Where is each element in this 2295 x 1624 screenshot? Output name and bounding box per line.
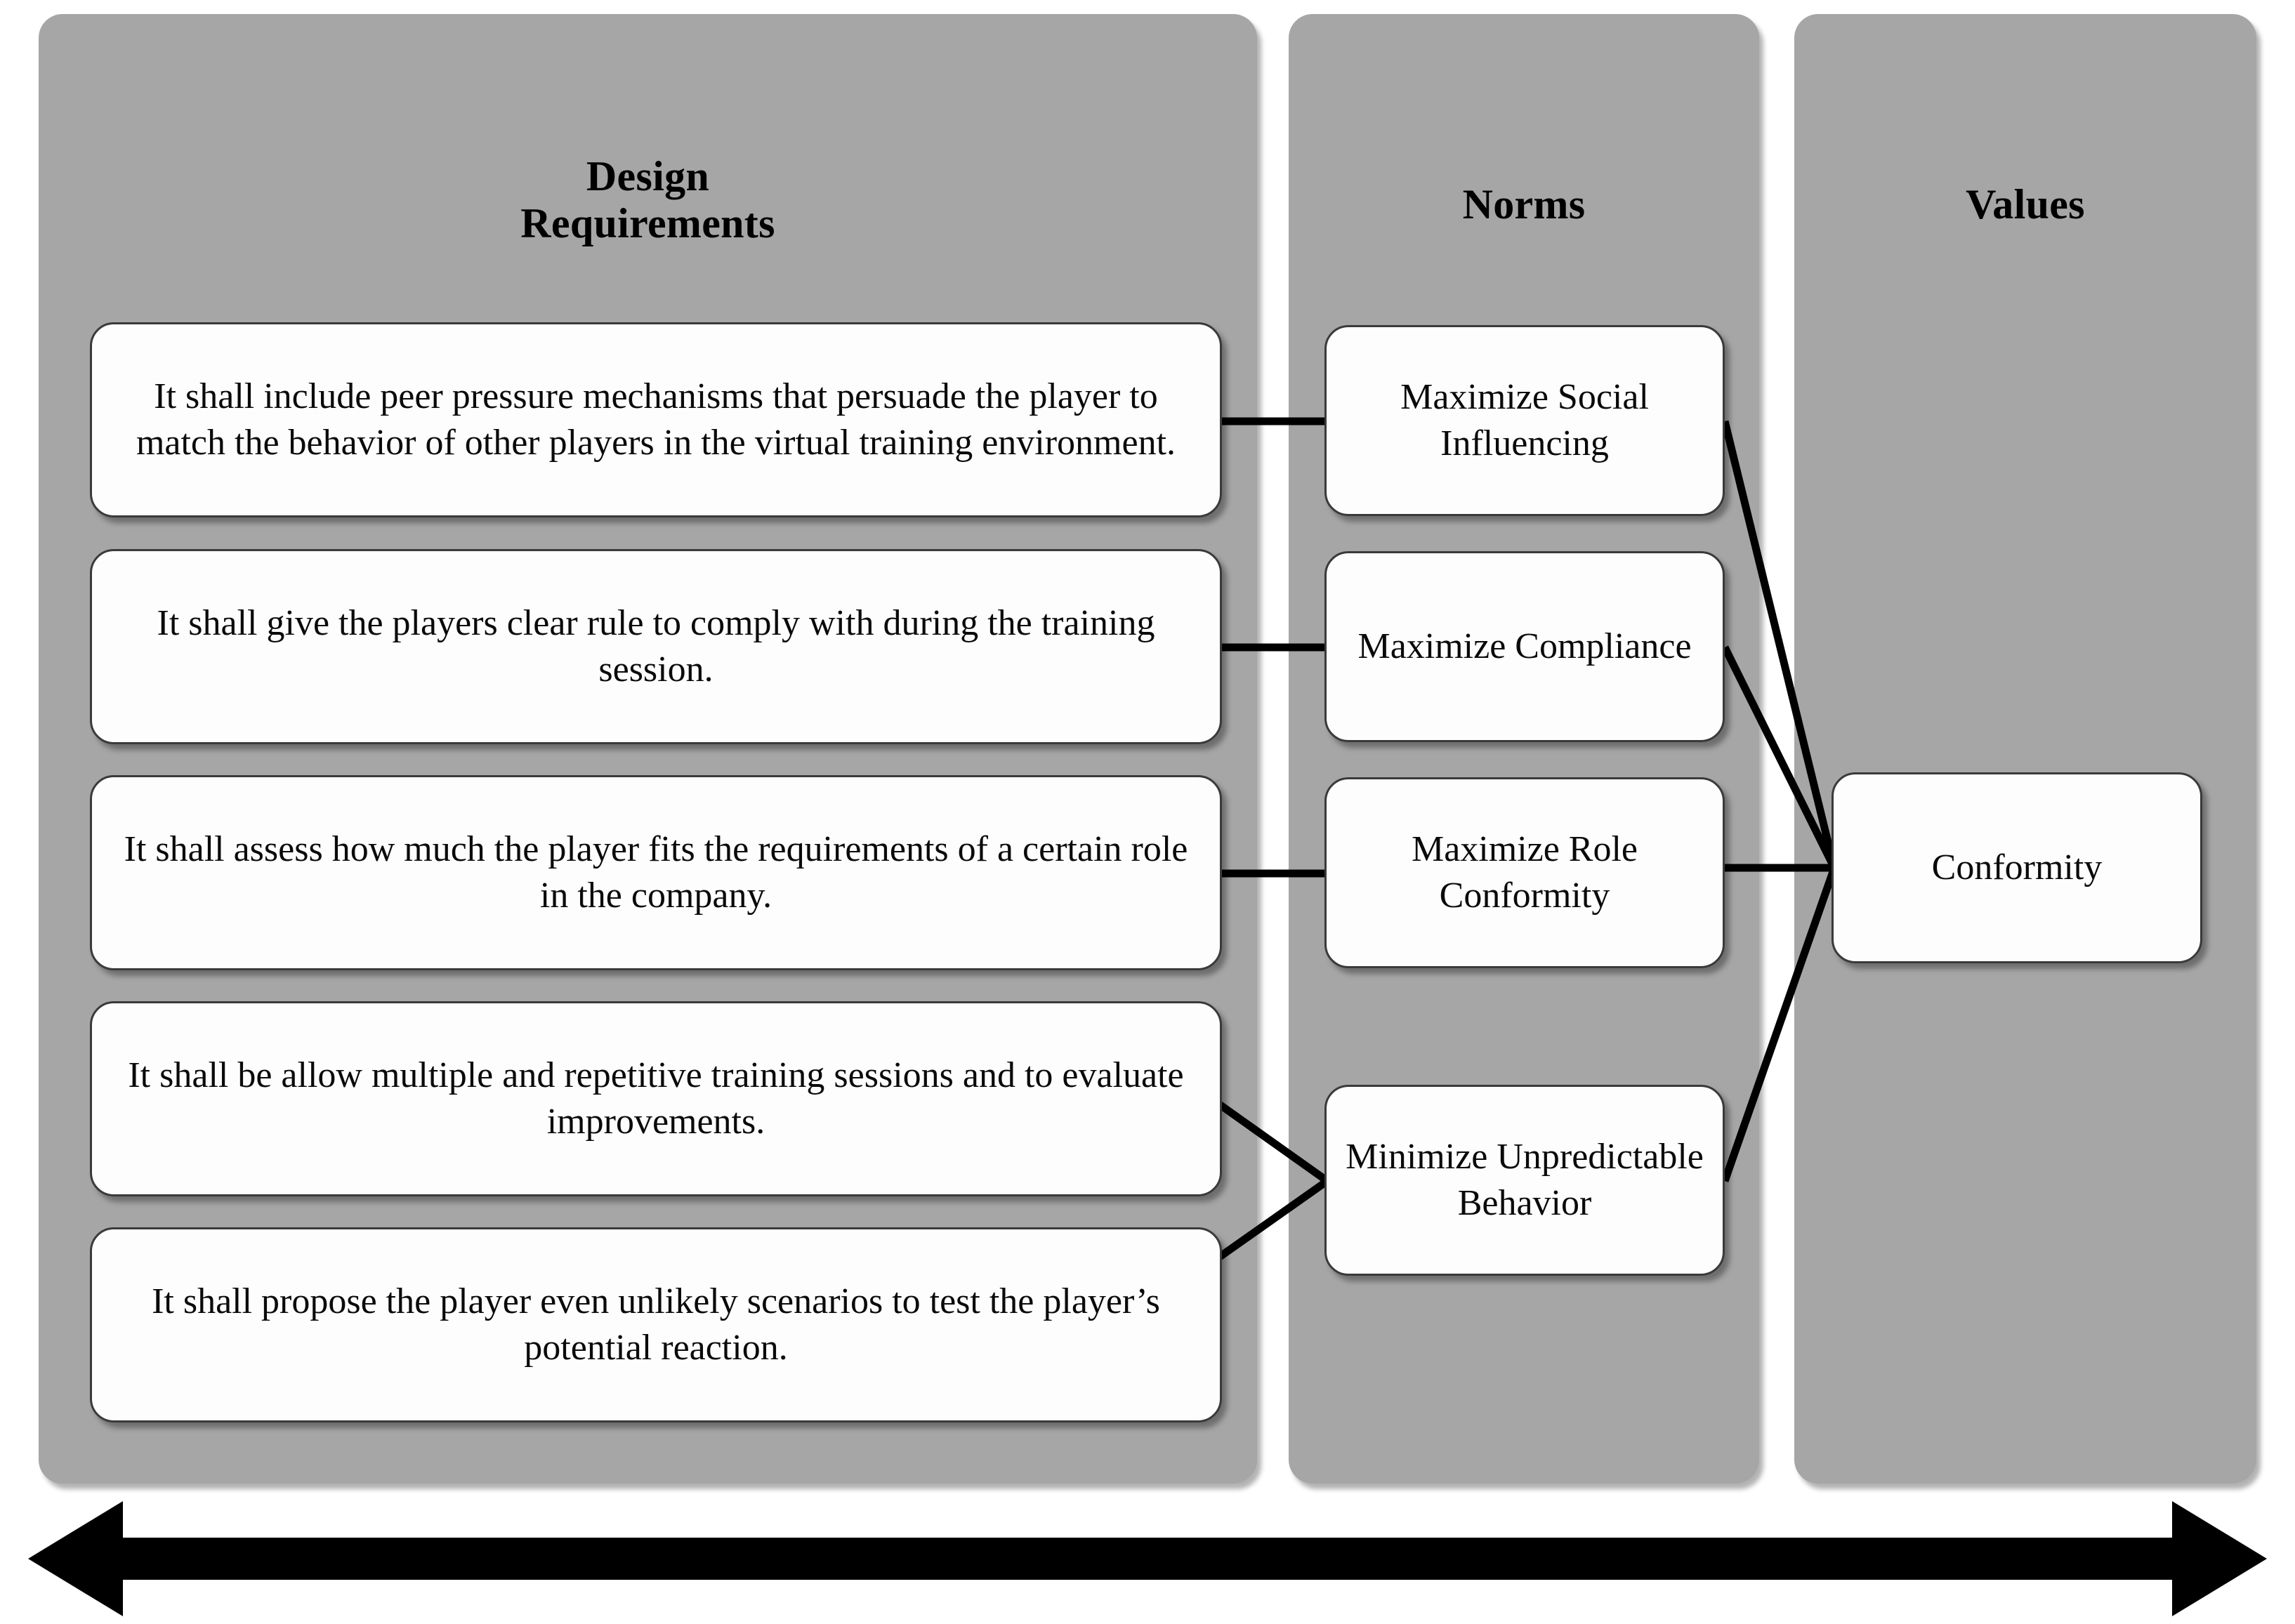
requirement-label: It shall assess how much the player fits… <box>124 829 1188 916</box>
value-label: Conformity <box>1931 847 2103 888</box>
requirement-node[interactable]: It shall be allow multiple and repetitiv… <box>90 1001 1222 1196</box>
requirement-label: It shall include peer pressure mechanism… <box>136 376 1176 463</box>
norm-label: Minimize Unpredictable Behavior <box>1346 1137 1704 1223</box>
requirement-node[interactable]: It shall propose the player even unlikel… <box>90 1227 1222 1422</box>
requirement-label: It shall propose the player even unlikel… <box>152 1281 1160 1368</box>
requirement-label: It shall give the players clear rule to … <box>157 603 1155 689</box>
norm-label: Maximize Role Conformity <box>1411 829 1638 916</box>
norm-label: Maximize Compliance <box>1357 626 1692 667</box>
abstraction-axis-arrow <box>28 1501 2267 1616</box>
norm-node[interactable]: Maximize Compliance <box>1324 551 1725 742</box>
column-heading-line-1: Design <box>586 153 710 199</box>
norm-node[interactable]: Minimize Unpredictable Behavior <box>1324 1085 1725 1276</box>
column-heading-line-2: Requirements <box>520 200 775 247</box>
requirement-node[interactable]: It shall give the players clear rule to … <box>90 549 1222 744</box>
column-heading-values: Values <box>1966 181 2085 227</box>
norm-label: Maximize Social Influencing <box>1400 377 1649 463</box>
requirement-label: It shall be allow multiple and repetitiv… <box>128 1055 1184 1142</box>
norm-node[interactable]: Maximize Role Conformity <box>1324 777 1725 968</box>
requirement-node[interactable]: It shall include peer pressure mechanism… <box>90 322 1222 517</box>
requirement-node[interactable]: It shall assess how much the player fits… <box>90 775 1222 970</box>
value-node[interactable]: Conformity <box>1832 772 2202 963</box>
column-heading-norms: Norms <box>1462 181 1586 227</box>
arrow-head-left-icon <box>28 1501 2267 1616</box>
column-panel-values <box>1794 14 2256 1484</box>
norm-node[interactable]: Maximize Social Influencing <box>1324 325 1725 516</box>
column-heading-design-requirements: Design Requirements <box>39 153 1257 247</box>
